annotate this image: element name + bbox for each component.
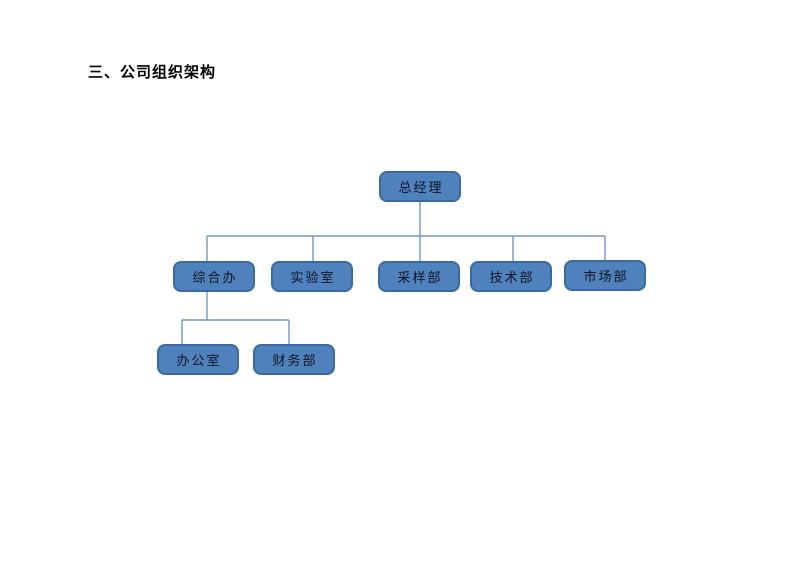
org-node-office[interactable]: 办公室 — [157, 344, 239, 375]
org-node-laboratory[interactable]: 实验室 — [271, 261, 353, 292]
org-node-finance-dept[interactable]: 财务部 — [253, 344, 335, 375]
org-node-label: 实验室 — [290, 270, 336, 285]
org-node-general-manager[interactable]: 总经理 — [379, 171, 461, 202]
org-node-label: 技术部 — [489, 270, 535, 285]
org-node-label: 总经理 — [398, 180, 444, 195]
org-node-marketing-dept[interactable]: 市场部 — [564, 260, 646, 291]
org-node-label: 综合办 — [192, 270, 238, 285]
org-node-label: 市场部 — [583, 269, 629, 284]
org-node-label: 财务部 — [272, 353, 318, 368]
section-heading: 三、公司组织架构 — [88, 65, 217, 81]
org-node-label: 办公室 — [176, 353, 222, 368]
org-node-sampling-dept[interactable]: 采样部 — [378, 261, 460, 292]
org-node-label: 采样部 — [397, 270, 443, 285]
org-node-general-office[interactable]: 综合办 — [173, 261, 255, 292]
org-node-technology-dept[interactable]: 技术部 — [470, 261, 552, 292]
